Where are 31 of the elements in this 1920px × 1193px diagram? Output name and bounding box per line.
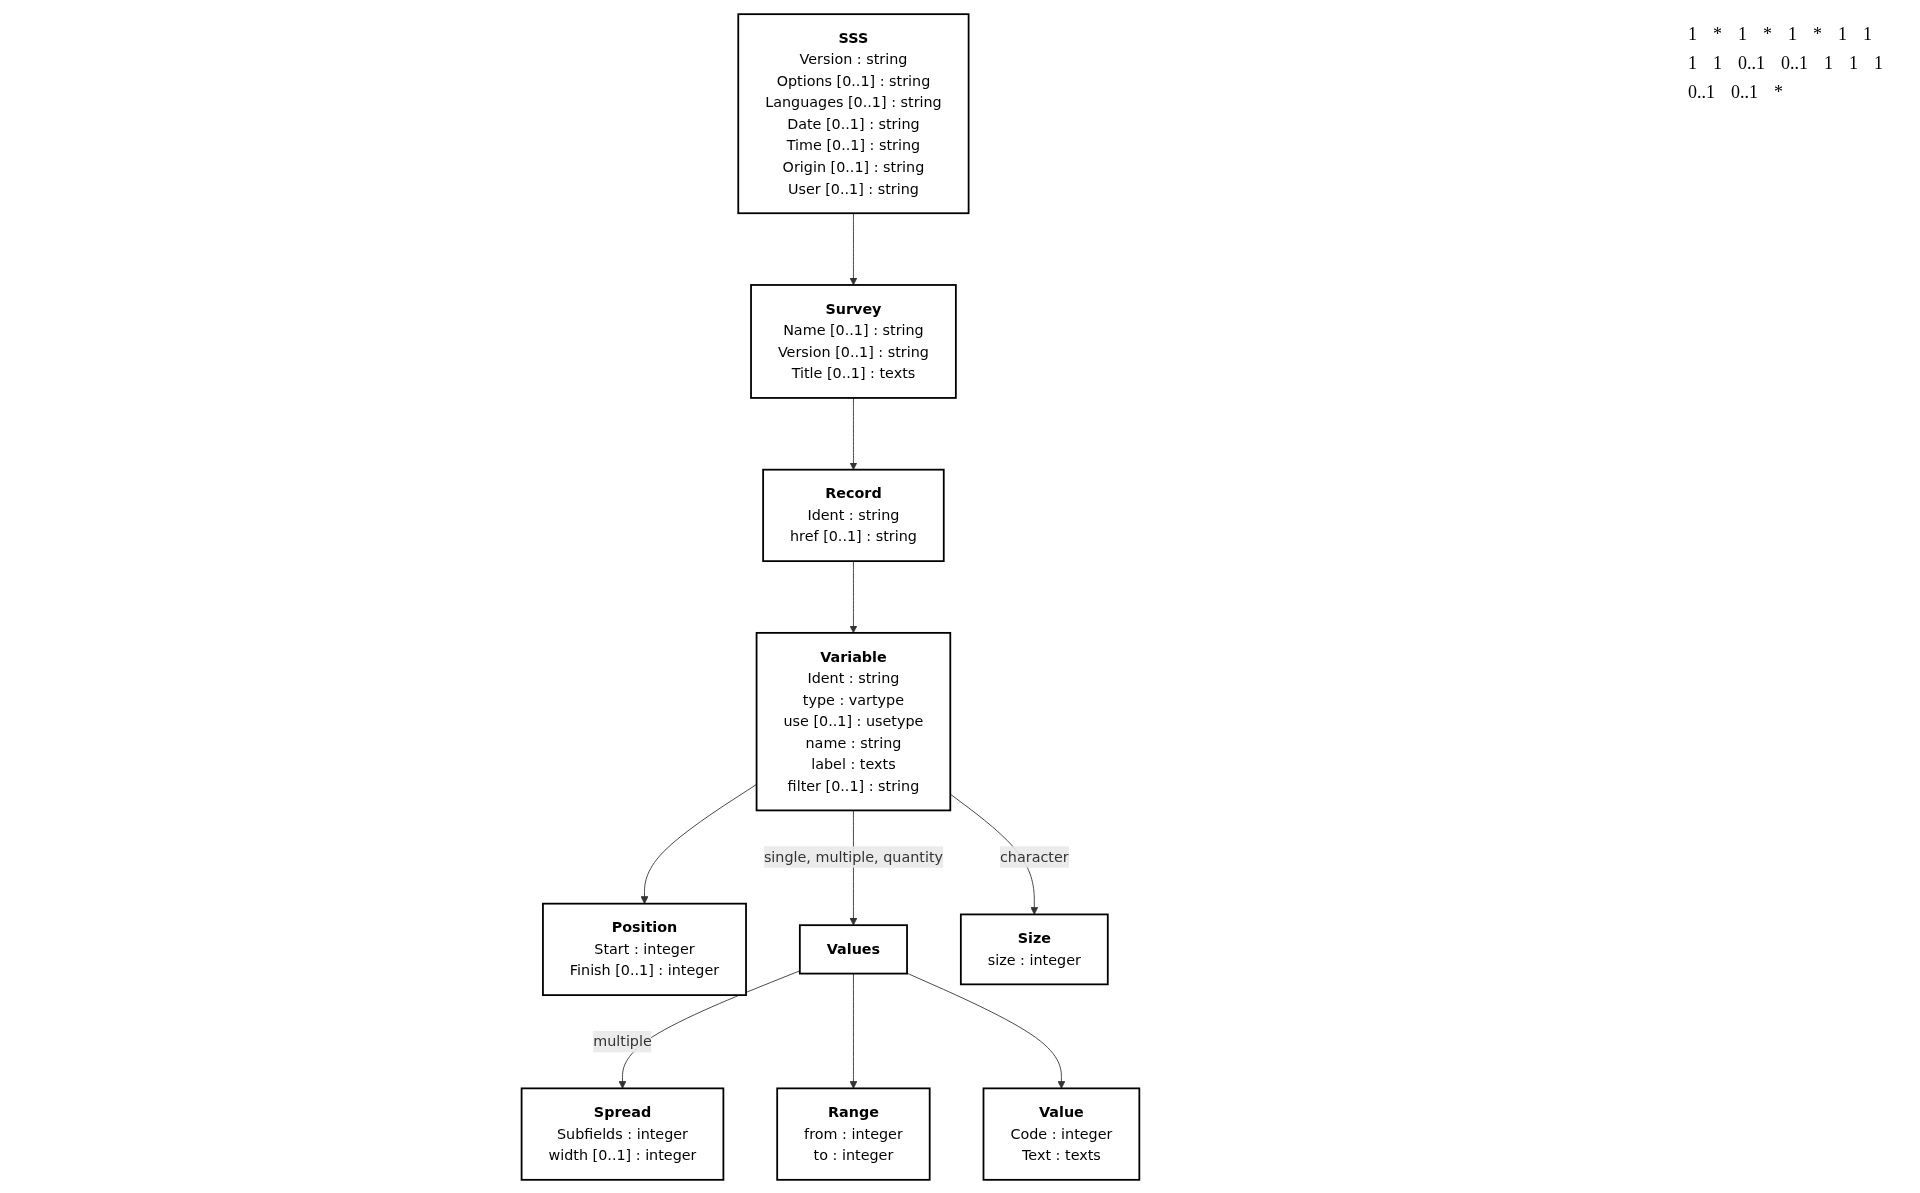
multiplicity-label: 1 bbox=[1838, 24, 1847, 45]
multiplicity-label: 1 bbox=[1849, 53, 1858, 74]
multiplicity-label: * bbox=[1763, 24, 1772, 45]
multiplicity-label: 1 bbox=[1788, 24, 1797, 45]
multiplicity-label: 0..1 bbox=[1688, 82, 1715, 103]
multiplicity-label: 0..1 bbox=[1738, 53, 1765, 74]
multiplicity-label: 0..1 bbox=[1731, 82, 1758, 103]
multiplicity-label: * bbox=[1774, 82, 1783, 103]
multiplicity-label: 1 bbox=[1713, 53, 1722, 74]
multiplicity-label: 1 bbox=[1863, 24, 1872, 45]
edge-label: multiple bbox=[592, 1032, 652, 1050]
edge-label: single, multiple, quantity bbox=[763, 847, 943, 865]
multiplicity-label: 1 bbox=[1688, 53, 1697, 74]
node-box: Range from : integer to : integer bbox=[775, 1086, 931, 1181]
multiplicity-label: 1 bbox=[1738, 24, 1747, 45]
node-box: Position Start : integer Finish [0..1] : integer bbox=[541, 902, 747, 996]
edge-label: character bbox=[999, 847, 1069, 865]
node-box: Spread Subfields : integer width [0..1] : integer bbox=[520, 1086, 724, 1181]
node-box: Survey Name [0..1] : string Version [0..1] : string Title [0..1] : texts bbox=[749, 283, 957, 399]
multiplicity-label: 1 bbox=[1688, 24, 1697, 45]
node-box: Record Ident : string href [0..1] : string bbox=[761, 468, 945, 562]
multiplicity-label: 0..1 bbox=[1781, 53, 1808, 74]
node-box: Values bbox=[798, 923, 908, 974]
node-box: Value Code : integer Text : texts bbox=[982, 1086, 1140, 1181]
multiplicity-label: * bbox=[1713, 24, 1722, 45]
node-box: SSS Version : string Options [0..1] : string Languages [0..1] : string Date [0..1] : string Time [0..1] : string Origin [0..1] : string User [0..1] : string bbox=[736, 12, 970, 214]
node-box: Variable Ident : string type : vartype use [0..1] : usetype name : string label : texts filter [0..1] : string bbox=[755, 631, 951, 811]
multiplicity-label: 1 bbox=[1824, 53, 1833, 74]
multiplicity-label: 1 bbox=[1874, 53, 1883, 74]
multiplicity-label: * bbox=[1813, 24, 1822, 45]
node-box: Size size : integer bbox=[959, 913, 1109, 985]
